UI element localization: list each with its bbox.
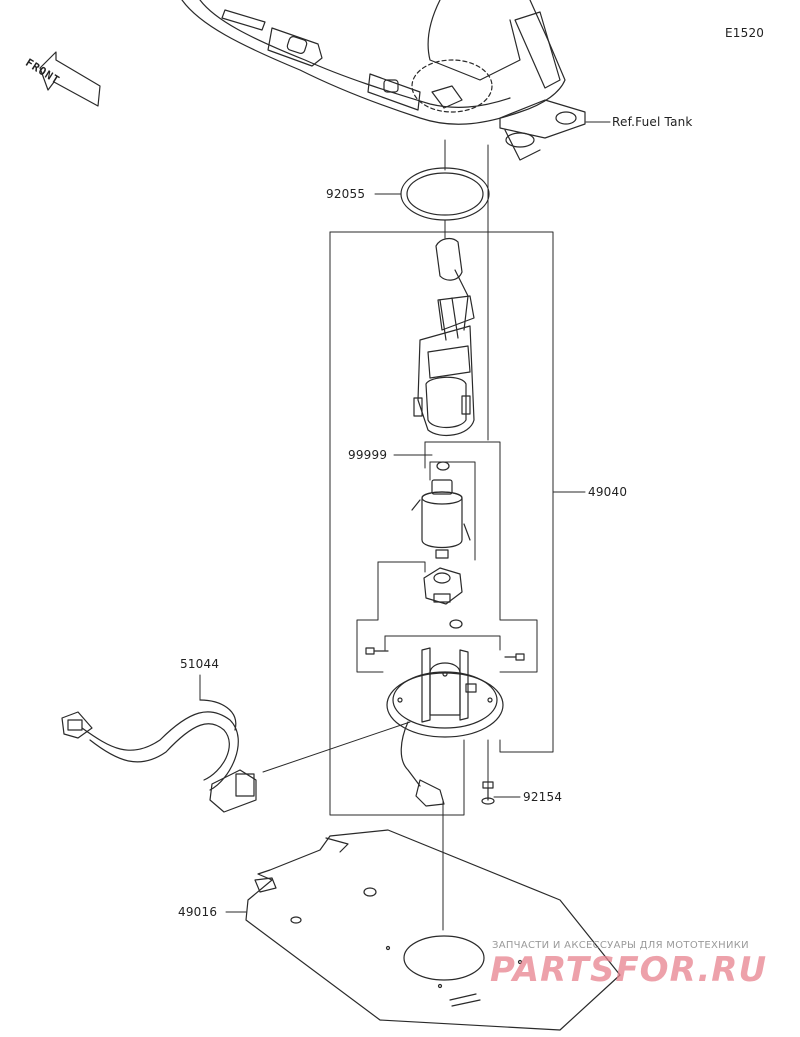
part-label-92154: 92154 [523,790,563,804]
part-label-92055: 92055 [326,187,366,201]
fuel-tank-outline [181,0,586,161]
part-label-51044: 51044 [180,657,220,671]
fuel-sender-unit [413,237,475,437]
leader-lines [199,121,611,931]
bolt-92154 [481,781,495,805]
o-ring-92055 [400,167,490,221]
part-label-99999: 99999 [348,448,388,462]
fuel-filter [423,567,463,605]
washer-99999 [436,461,450,471]
assembly-bracket-49040 [329,231,554,816]
fuel-pump [411,479,471,559]
part-label-49040: 49040 [588,485,628,499]
protector-plate-49016 [245,829,621,1031]
pump-base-plate [386,647,504,807]
small-ring [449,619,463,629]
screws [365,647,525,661]
wiring-harness-51044 [61,699,257,813]
watermark-tagline: ЗАПЧАСТИ И АКСЕССУАРЫ ДЛЯ МОТОТЕХНИКИ [492,940,749,951]
part-label-49016: 49016 [178,905,218,919]
ref-fuel-tank-label: Ref.Fuel Tank [612,115,693,129]
watermark-logo: PARTSFOR.RU [490,950,768,990]
diagram-code: E1520 [725,26,765,40]
front-arrow [39,51,101,107]
